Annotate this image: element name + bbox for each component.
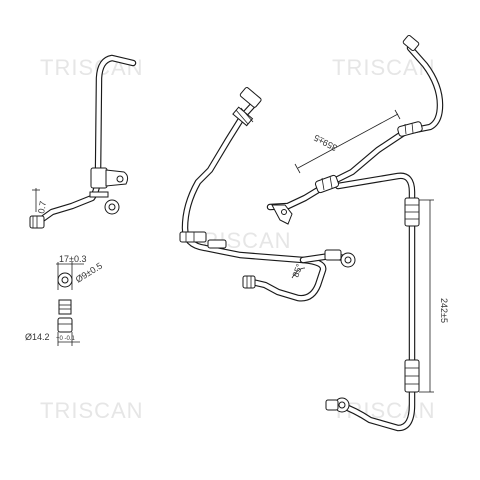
middle-pipe — [179, 87, 356, 302]
dim-bottom-diameter: Ø14.2 — [25, 332, 50, 342]
connector-detail — [56, 262, 84, 346]
dim-vertical: 242±5 — [439, 298, 449, 323]
dim-seventeen: 17±0.3 — [59, 254, 86, 264]
dim-bottom-tolerance: +0 -0.1 — [56, 336, 76, 342]
right-pipe — [266, 34, 444, 432]
watermark-bottom-left: TRISCAN — [40, 398, 144, 423]
dim-angle: 85° — [290, 262, 304, 279]
dim-left-tilted: 0.7 — [36, 200, 48, 214]
dim-top-right: 359±5 — [312, 133, 339, 154]
left-pipe — [29, 54, 137, 229]
